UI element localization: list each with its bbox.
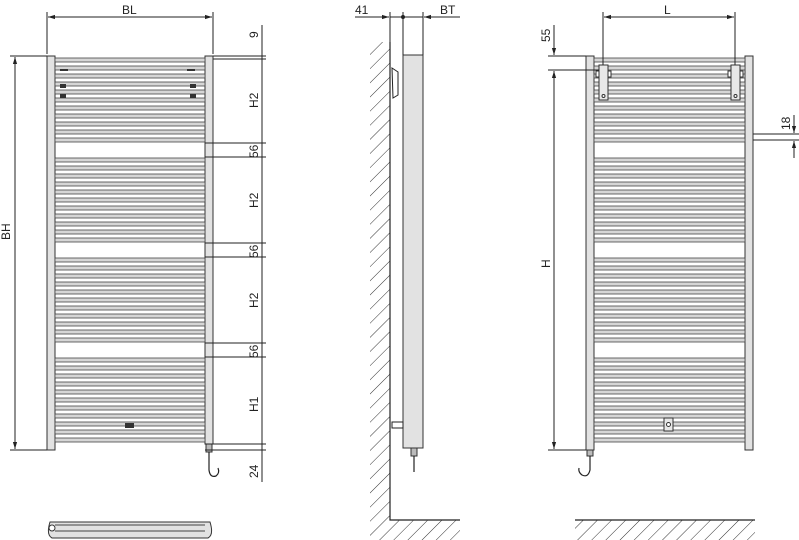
depth-label: BT — [440, 3, 456, 17]
gap-label-1: 56 — [247, 144, 261, 158]
floor-hatch — [575, 520, 755, 540]
bar-group-2 — [54, 157, 206, 243]
right-rail — [204, 55, 214, 445]
bar-group-3 — [54, 257, 206, 343]
section-label-3: H2 — [247, 292, 261, 308]
wall-bracket — [391, 67, 399, 99]
bar-group-1 — [54, 57, 206, 143]
rear-bar-group-3 — [593, 257, 746, 343]
rail-offset-label: 18 — [779, 116, 793, 130]
top-view — [47, 521, 213, 539]
heating-element-cable — [205, 443, 220, 477]
top-bracket-offset-label: 55 — [539, 28, 553, 42]
radiator-side — [402, 54, 424, 449]
wall-outline — [389, 42, 460, 521]
width-label: BL — [122, 3, 137, 17]
height-label: BH — [0, 223, 13, 240]
control-unit-icon — [125, 423, 134, 428]
section-label-1: H2 — [247, 92, 261, 108]
rear-bar-group-4 — [593, 357, 746, 443]
bottom-offset-label: 24 — [247, 464, 261, 478]
wall-distance-label: 41 — [355, 3, 369, 17]
hole-height-label: H — [539, 259, 553, 268]
hole-spacing-label: L — [664, 3, 671, 17]
bar-group-4 — [54, 357, 206, 443]
left-rail — [46, 55, 56, 451]
gap-label-2: 56 — [247, 244, 261, 258]
wall-hatch — [370, 42, 390, 540]
rear-bar-group-2 — [593, 157, 746, 243]
top-offset-label: 9 — [247, 31, 261, 38]
rear-bar-group-1 — [593, 57, 746, 143]
floor-hatch — [390, 520, 460, 540]
section-label-2: H2 — [247, 192, 261, 208]
front-view: BL BH 9 H2 56 H2 56 H2 56 H1 24 — [0, 3, 266, 482]
vertical-dimension-chain — [205, 25, 266, 482]
heating-element-cable — [578, 456, 591, 477]
section-label-4: H1 — [247, 396, 261, 412]
gap-label-3: 56 — [247, 344, 261, 358]
rear-view: L 55 H 18 — [539, 3, 799, 540]
side-view: 41 BT — [355, 3, 460, 540]
mounting-clip-marks — [60, 69, 196, 98]
